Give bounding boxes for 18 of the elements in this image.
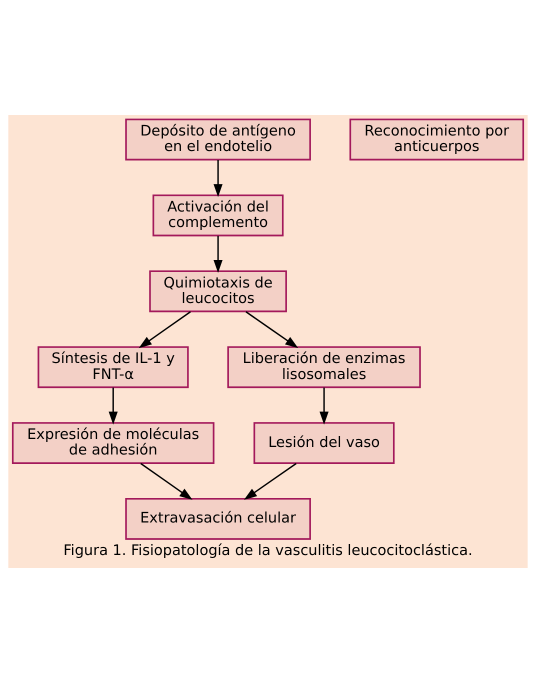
arrow xyxy=(214,160,223,198)
arrow xyxy=(108,388,118,425)
node-box: Lesión del vaso xyxy=(254,422,395,464)
caption: Figura 1. Fisiopatología de la vasculitis leucocitoclástica. xyxy=(63,543,473,560)
node-box: Quimiotaxis de leucocitos xyxy=(149,270,287,312)
node-box: Depósito de antígeno en el endotelio xyxy=(125,118,311,160)
arrow xyxy=(140,462,192,500)
node-box: Activación del complemento xyxy=(152,194,284,236)
arrow xyxy=(246,311,298,348)
arrow xyxy=(214,236,223,273)
node-box: Expresión de moléculas de adhesión xyxy=(12,422,214,464)
node-box: Síntesis de IL-1 y FNT-α xyxy=(38,346,189,388)
node-box: Reconocimiento por anticuerpos xyxy=(349,118,524,160)
node-box: Extravasación celular xyxy=(125,498,311,540)
arrow xyxy=(244,462,297,500)
node-box: Liberación de enzimas lisosomales xyxy=(227,346,421,388)
arrow xyxy=(320,388,329,425)
arrow xyxy=(138,311,191,348)
